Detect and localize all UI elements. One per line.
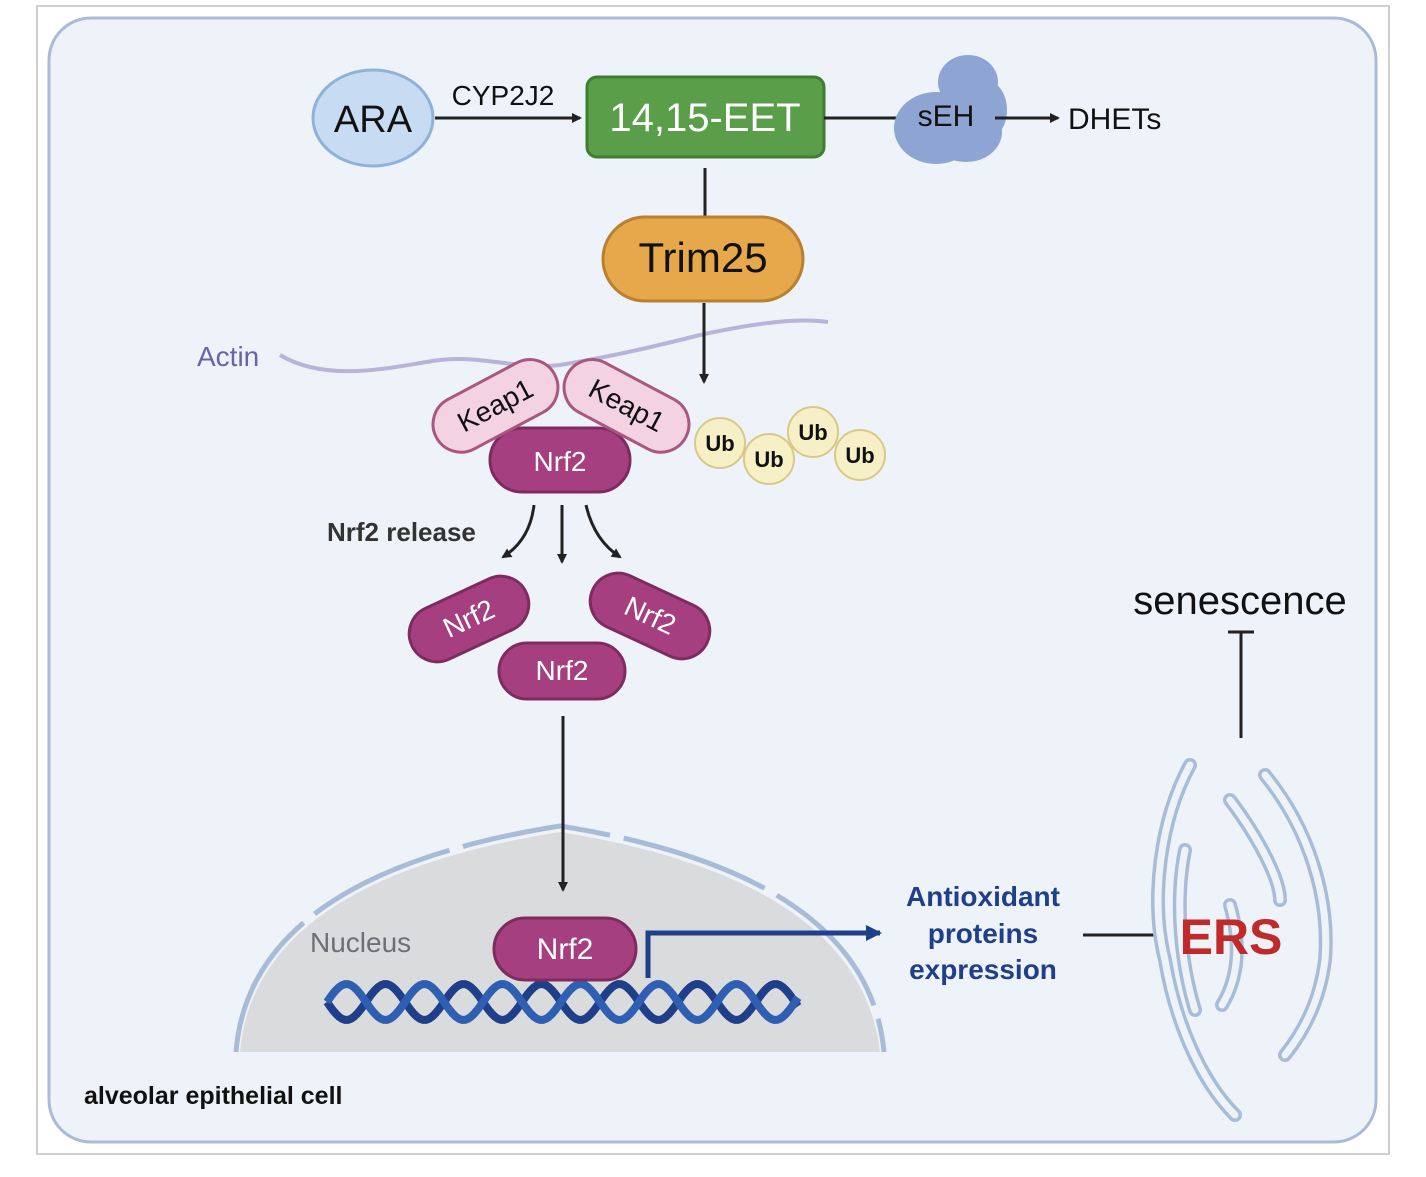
ub-3-label: Ub <box>798 420 827 445</box>
endoplasmic-reticulum-inner <box>1154 761 1330 1119</box>
eet-node: 14,15-EET <box>585 75 826 159</box>
inhibit-senescence <box>1228 630 1254 738</box>
eet-label: 14,15-EET <box>609 96 800 140</box>
ers-label: ERS <box>1180 909 1283 965</box>
seh-label: sEH <box>918 100 975 133</box>
cell-label: alveolar epithelial cell <box>84 1082 342 1110</box>
actin-label: Actin <box>197 341 259 372</box>
antioxidant-label: Antioxidant proteins expression <box>906 881 1060 985</box>
ub-4 <box>834 429 886 481</box>
nrf2-bound: Nrf2 <box>488 426 632 494</box>
antioxidant-line-1: Antioxidant <box>906 881 1060 912</box>
antioxidant-line-3: expression <box>909 954 1057 985</box>
ub-1 <box>694 417 746 469</box>
cyp2j2-label: CYP2J2 <box>452 80 555 111</box>
nrf2-bound-label: Nrf2 <box>534 446 587 477</box>
dna-helix <box>323 980 802 1024</box>
senescence-label: senescence <box>1133 579 1346 623</box>
seh-enzyme: sEH <box>894 55 1007 164</box>
nrf2-free-center: Nrf2 <box>497 641 627 701</box>
nrf2-free-center-label: Nrf2 <box>536 655 589 686</box>
ub-3 <box>787 406 839 458</box>
transcription-arrow <box>645 925 882 978</box>
nrf2-free-right: Nrf2 <box>588 571 712 661</box>
antioxidant-line-2: proteins <box>928 918 1038 949</box>
nrf2-nuclear-label: Nrf2 <box>537 933 594 966</box>
nrf2-nuclear: Nrf2 <box>492 916 638 982</box>
ubiquitin-chain: Ub Ub Ub Ub <box>694 406 886 485</box>
ub-2 <box>743 433 795 485</box>
nrf2-free-left: Nrf2 <box>407 574 531 664</box>
ub-2-label: Ub <box>754 447 783 472</box>
nrf2-release-label: Nrf2 release <box>327 517 476 547</box>
ara-label: ARA <box>334 99 413 141</box>
ub-4-label: Ub <box>845 443 874 468</box>
nrf2-release-arrows <box>501 504 622 564</box>
trim25-node: Trim25 <box>601 215 805 303</box>
ub-1-label: Ub <box>705 431 734 456</box>
trim25-label: Trim25 <box>638 234 767 281</box>
cell-membrane <box>47 16 1378 1144</box>
ara-node: ARA <box>311 68 435 168</box>
actin-filament <box>278 318 829 374</box>
nucleus-label: Nucleus <box>310 927 411 958</box>
dhets-label: DHETs <box>1068 103 1161 136</box>
